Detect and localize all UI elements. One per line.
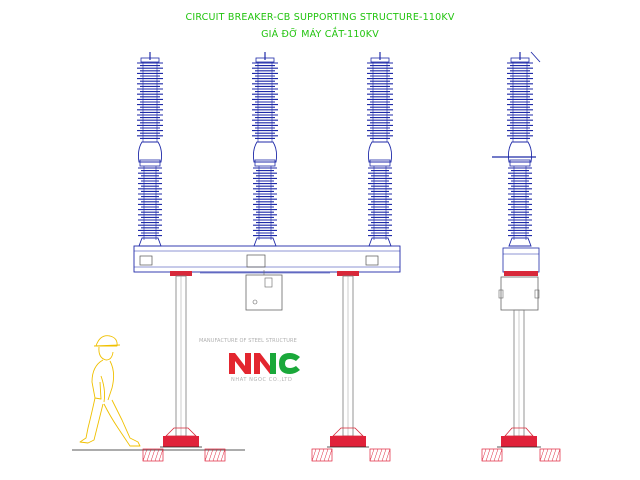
- side-footing-b: [539, 448, 561, 462]
- company-logo: [229, 353, 300, 374]
- crossbeam: [133, 245, 401, 273]
- side-footing-a: [481, 448, 503, 462]
- footing-left-a: [142, 448, 164, 462]
- side-beam: [502, 247, 540, 273]
- side-view: [481, 51, 561, 462]
- terminal-box-left: [139, 255, 153, 266]
- logo-company-name: NHAT NGOC CO.,LTD: [231, 377, 293, 383]
- footing-right-b: [369, 448, 391, 462]
- cap-plate-right: [337, 271, 359, 276]
- support-column-right: [342, 275, 354, 437]
- side-insulator-pole: [507, 52, 533, 247]
- base-left: [160, 427, 202, 448]
- insulator-pole-3: [367, 52, 393, 247]
- control-cabinet: [245, 270, 283, 311]
- base-right: [327, 427, 369, 448]
- side-base: [501, 436, 537, 447]
- insulator-pole-1: [137, 52, 163, 247]
- terminal-box-center: [246, 254, 266, 268]
- terminal-box-right: [365, 255, 379, 266]
- drawing-title: CIRCUIT BREAKER-CB SUPPORTING STRUCTURE-…: [185, 12, 455, 23]
- human-scale-figure: [79, 335, 141, 447]
- logo-caption: MANUFACTURE OF STEEL STRUCTURE: [199, 338, 297, 344]
- side-cabinet: [500, 276, 539, 311]
- cap-plate-left: [170, 271, 192, 276]
- front-view: [133, 52, 401, 462]
- footing-left-b: [204, 448, 226, 462]
- insulator-pole-2: [252, 52, 278, 247]
- drawing-subtitle: GIÁ ĐỠ MÁY CẮT-110KV: [261, 29, 379, 40]
- footing-right-a: [311, 448, 333, 462]
- support-column-left: [175, 275, 187, 437]
- side-cap-plate: [504, 271, 538, 276]
